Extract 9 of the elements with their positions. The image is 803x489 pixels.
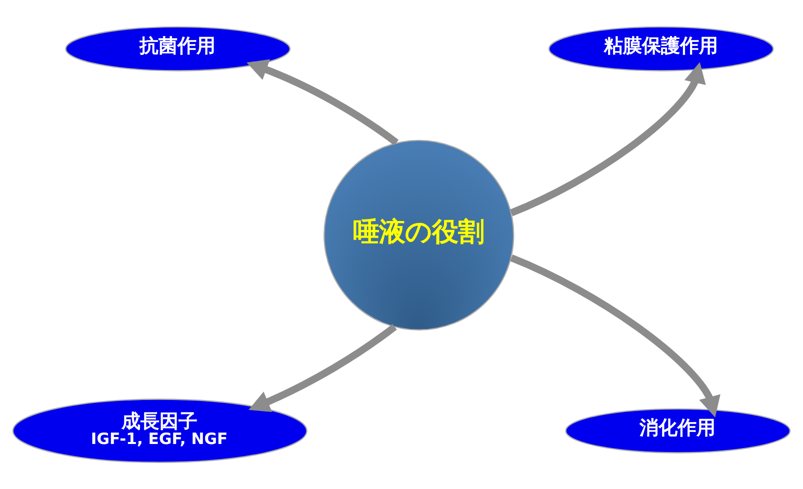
node-ellipse: 抗菌作用 <box>65 26 291 72</box>
node-ellipse: 消化作用 <box>565 408 791 454</box>
node-circle: 唾液の役割 <box>324 140 514 330</box>
node-ellipse: 成長因子 IGF-1, EGF, NGF <box>12 398 308 463</box>
node-ellipse: 粘膜保護作用 <box>548 26 774 72</box>
arrow <box>246 59 399 146</box>
arrow <box>510 62 706 216</box>
arrow <box>510 254 720 418</box>
arrow <box>248 324 397 412</box>
